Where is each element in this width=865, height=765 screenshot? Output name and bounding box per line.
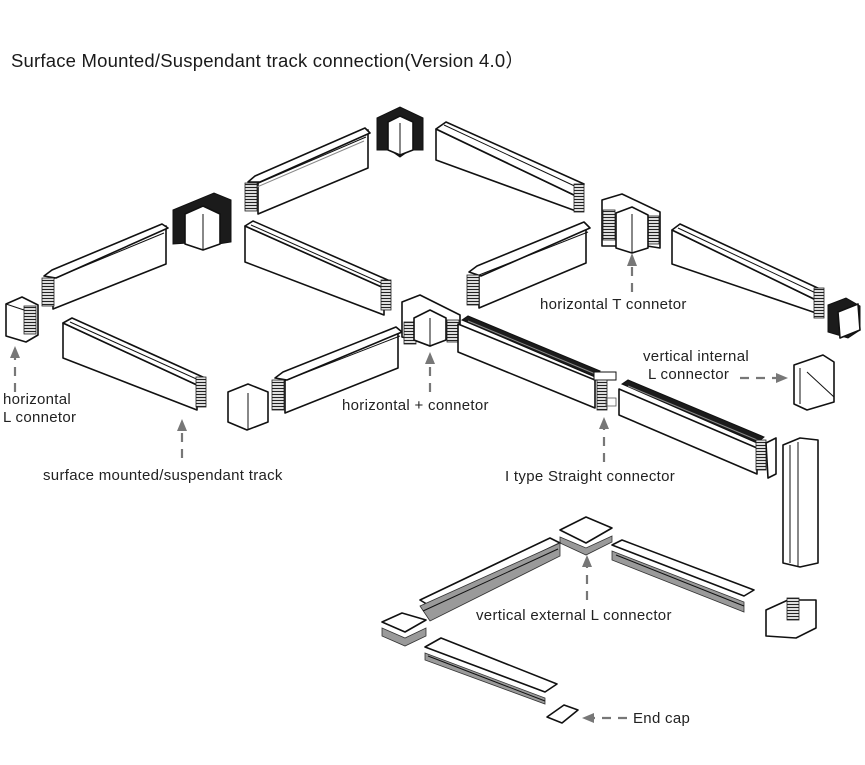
- pointer-arrow: [599, 417, 609, 462]
- track-profile-icon: [618, 379, 777, 479]
- t-connector-icon: [601, 193, 661, 254]
- corner-connector-icon: [5, 296, 39, 343]
- end-cap-icon: [227, 383, 269, 431]
- label-surface-track: surface mounted/suspendant track: [43, 467, 283, 484]
- corner-connector-icon: [376, 106, 424, 158]
- track-segment: [435, 121, 585, 213]
- external-corner-icon: [381, 612, 427, 647]
- cross-connector-icon: [401, 294, 461, 347]
- track-profile-icon: [457, 315, 601, 409]
- external-corner-icon: [559, 516, 613, 556]
- label-end-cap: End cap: [633, 710, 691, 727]
- track-segment: [244, 220, 392, 316]
- track-profile-icon: [62, 317, 207, 411]
- track-segment: [41, 223, 169, 310]
- pointer-arrow: [582, 713, 627, 723]
- track-profile-icon: [611, 539, 755, 613]
- label-horizontal-l-connector-line1: horizontal: [3, 391, 72, 408]
- pointer-arrow: [177, 419, 187, 458]
- end-cap-icon: [546, 704, 579, 724]
- track-segment: [271, 326, 403, 414]
- track-segment: [466, 221, 591, 309]
- straight-connector-icon: [593, 371, 617, 411]
- internal-corner-icon: [793, 354, 835, 411]
- label-vertical-external-l-connector: vertical external L connector: [476, 607, 672, 624]
- pointer-arrow: [425, 352, 435, 392]
- pointer-arrow: [10, 346, 20, 392]
- track-profile-icon: [424, 637, 558, 705]
- t-connector-icon: [172, 192, 232, 251]
- corner-connector-icon: [827, 297, 861, 339]
- track-segment: [244, 127, 371, 215]
- external-corner-icon: [765, 597, 817, 639]
- label-horizontal-l-connector-line2: L connetor: [3, 409, 77, 426]
- diagram-title: Surface Mounted/Suspendant track connect…: [11, 50, 525, 71]
- label-vertical-internal-line1: vertical internal: [643, 348, 749, 365]
- pointer-arrow: [627, 253, 637, 292]
- track-profile-icon: [782, 437, 819, 568]
- pointer-arrow: [582, 555, 592, 600]
- track-segment: [671, 223, 825, 319]
- pointer-arrow: [740, 373, 788, 383]
- label-vertical-internal-line2: L connector: [648, 366, 730, 383]
- track-profile-icon: [419, 537, 561, 622]
- label-i-type-straight-connector: I type Straight connector: [505, 468, 676, 485]
- label-horizontal-plus-connector: horizontal + connetor: [342, 397, 489, 414]
- label-horizontal-t-connector: horizontal T connetor: [540, 296, 687, 313]
